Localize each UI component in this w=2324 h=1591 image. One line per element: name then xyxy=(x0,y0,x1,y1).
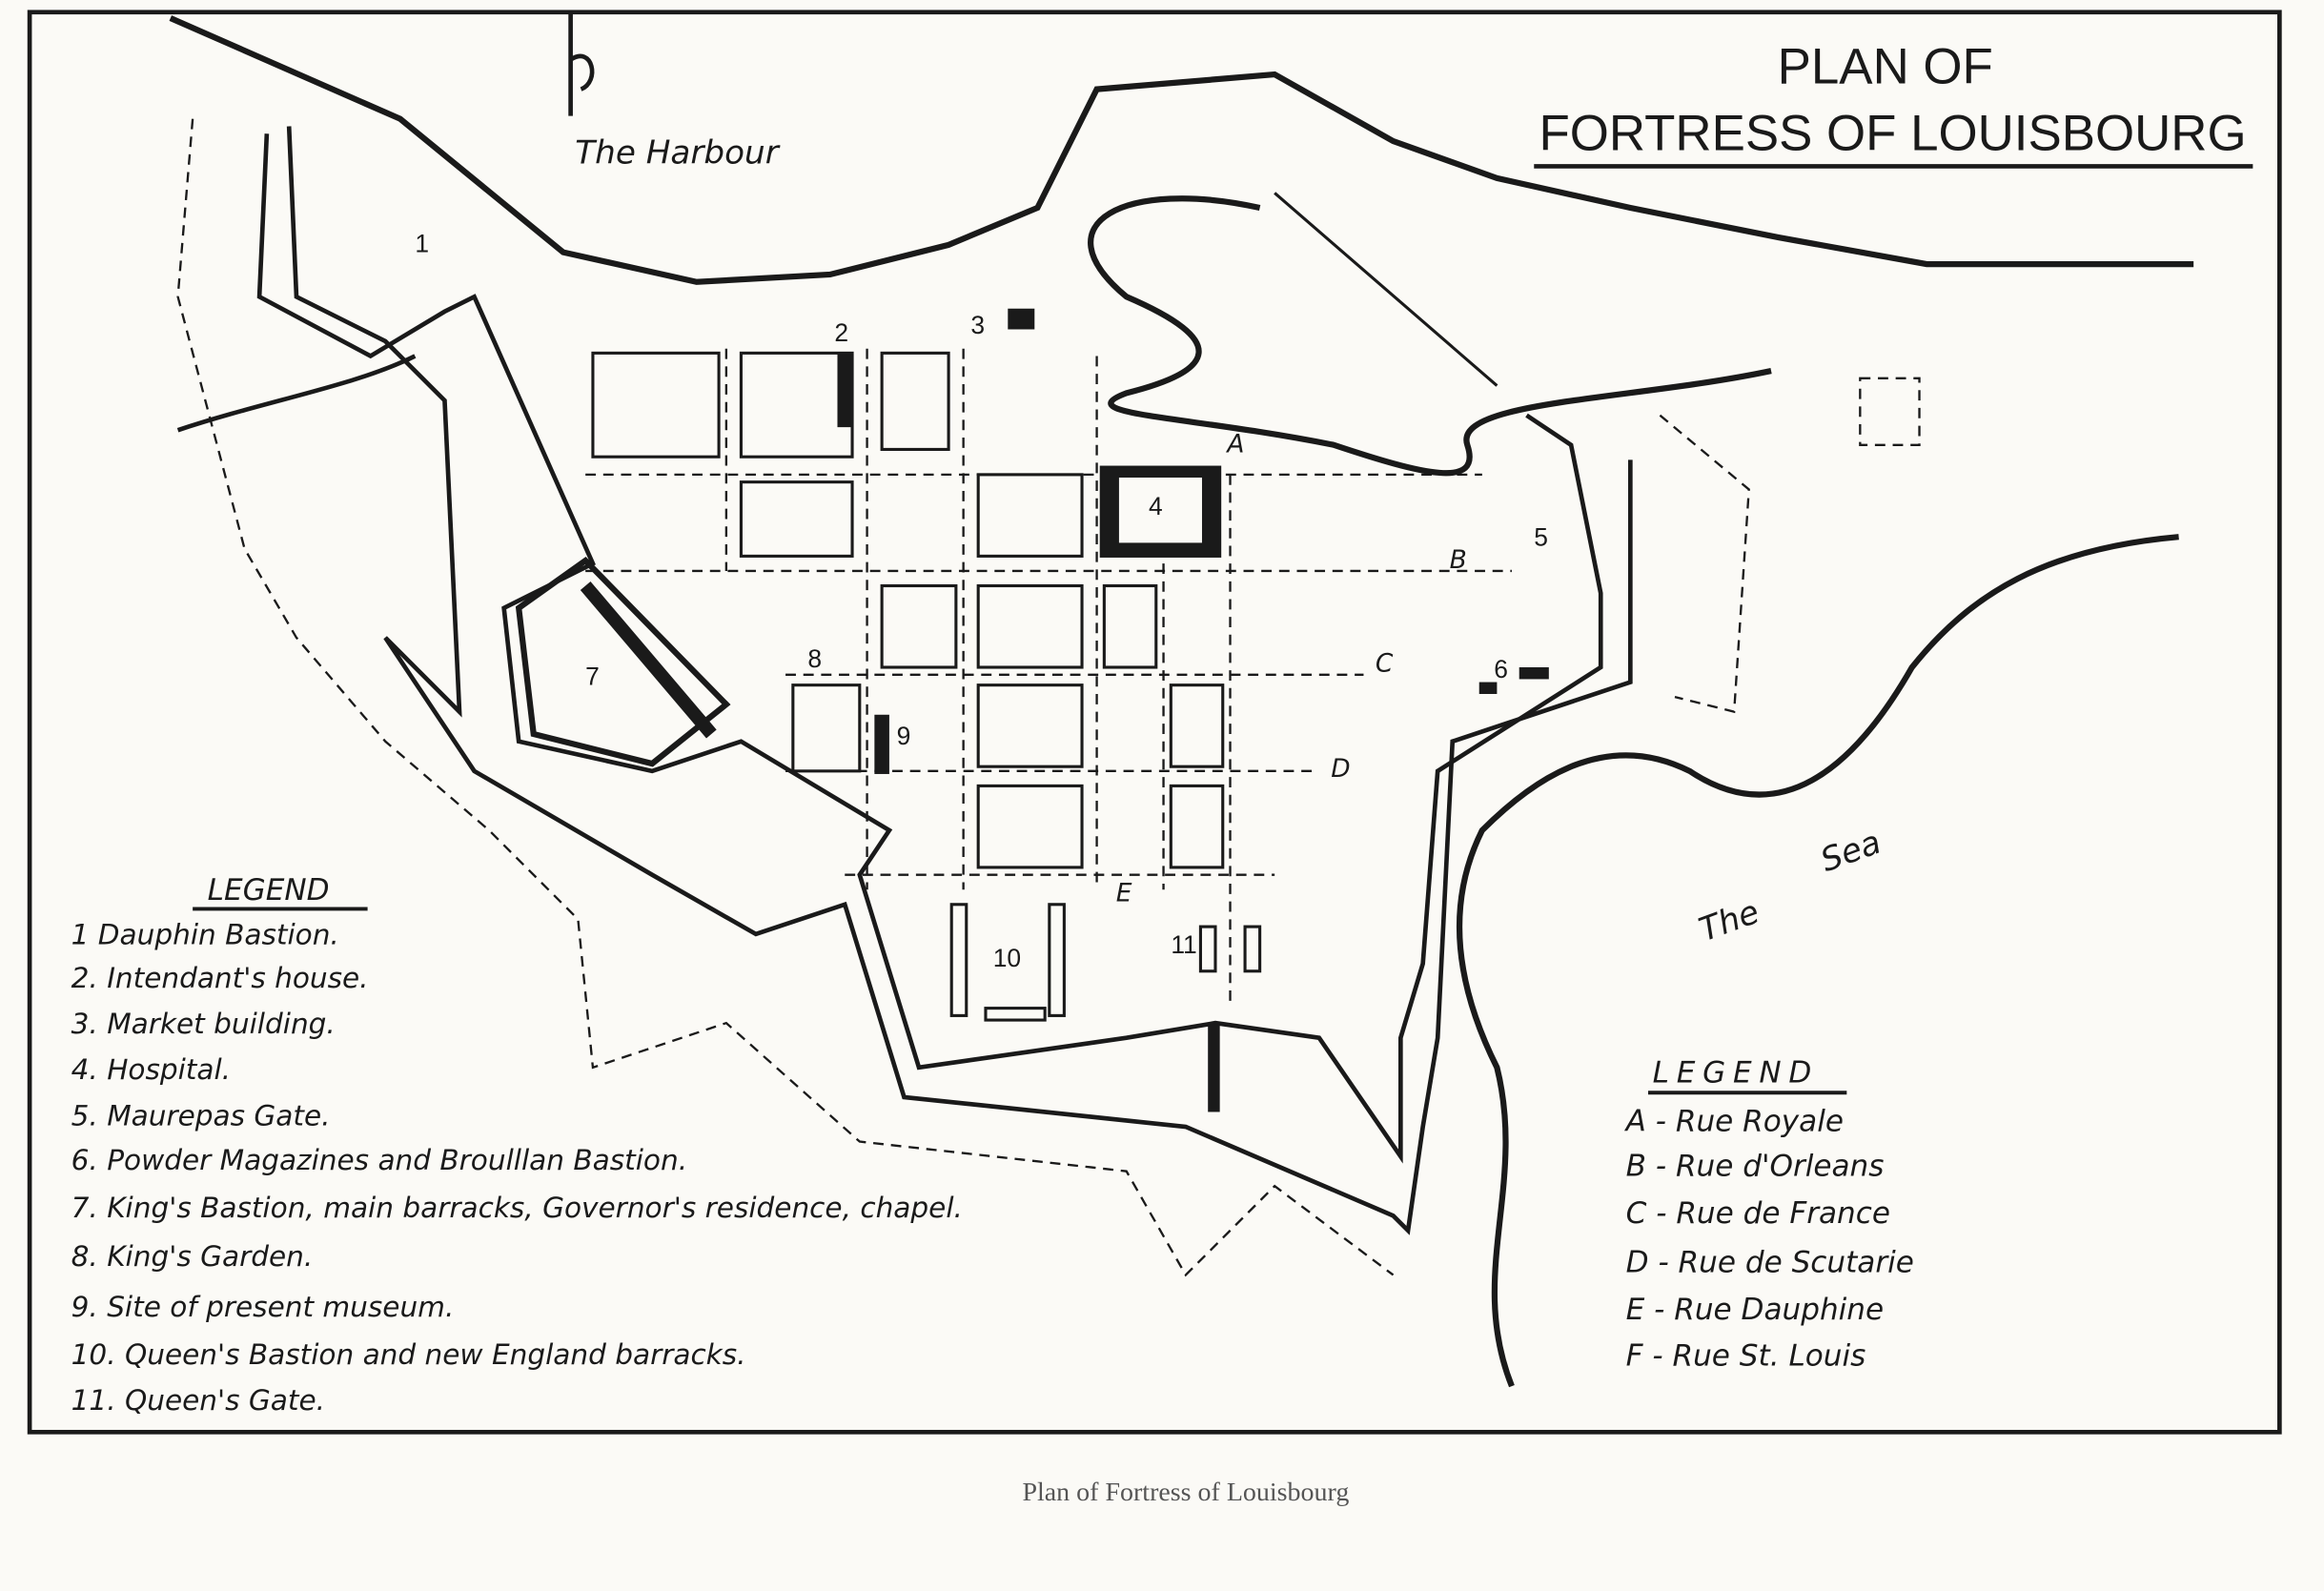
buildings xyxy=(515,308,1921,1112)
causeway xyxy=(1274,192,1498,387)
legend-item: E - Rue Dauphine xyxy=(1626,1293,1884,1327)
sea-label-the: The xyxy=(1694,893,1763,949)
map-number-11: 11 xyxy=(1171,930,1196,959)
legend-item: 5. Maurepas Gate. xyxy=(71,1099,331,1132)
sea-shoreline xyxy=(1456,534,2179,1388)
map-numbers: 1 2 3 4 5 6 7 8 9 10 11 xyxy=(415,230,1548,972)
map-number-2: 2 xyxy=(834,318,848,347)
street-letters: A B C D E xyxy=(1116,430,1467,908)
stream xyxy=(176,354,417,433)
map-number-5: 5 xyxy=(1534,523,1548,552)
sea-label-sea: Sea xyxy=(1816,824,1886,880)
map-number-8: 8 xyxy=(807,644,822,673)
map-number-4: 4 xyxy=(1149,492,1163,520)
map-number-1: 1 xyxy=(415,230,429,258)
legend-item: 11. Queen's Gate. xyxy=(71,1384,325,1417)
figure-caption: Plan of Fortress of Louisbourg xyxy=(1022,1478,1349,1507)
legend-item: 3. Market building. xyxy=(71,1008,336,1040)
legend-item: 10. Queen's Bastion and new England barr… xyxy=(71,1338,746,1371)
street-letter-a: A xyxy=(1225,430,1244,459)
map-number-3: 3 xyxy=(970,311,985,339)
map-number-10: 10 xyxy=(993,944,1021,972)
street-letter-b: B xyxy=(1450,545,1467,575)
harbour-shoreline xyxy=(169,15,2194,285)
north-arrow-icon xyxy=(568,11,595,116)
legend-item: 1 Dauphin Bastion. xyxy=(71,919,339,951)
harbour-inlet xyxy=(1088,195,1772,477)
legend-item: C - Rue de France xyxy=(1626,1196,1890,1231)
map-number-6: 6 xyxy=(1494,655,1508,683)
legend-item: 8. King's Garden. xyxy=(71,1240,314,1273)
map-number-9: 9 xyxy=(897,722,911,750)
fortress-wall-inner xyxy=(256,133,1603,1164)
glacis-outline xyxy=(176,118,1395,1277)
harbour-label: The Harbour xyxy=(575,133,780,172)
legend-item: 2. Intendant's house. xyxy=(71,962,369,994)
street-letter-e: E xyxy=(1116,879,1132,908)
fortress-wall-outer xyxy=(286,126,1633,1235)
legend-item: B - Rue d'Orleans xyxy=(1626,1149,1885,1183)
map-number-7: 7 xyxy=(585,663,600,691)
legend-item: 4. Hospital. xyxy=(71,1053,231,1086)
legend-item: A - Rue Royale xyxy=(1624,1105,1844,1139)
street-legend: LEGEND A - Rue Royale B - Rue d'Orleans … xyxy=(1624,1055,1914,1373)
street-letter-d: D xyxy=(1331,754,1350,784)
map-title-line2: FORTRESS OF LOUISBOURG xyxy=(1539,105,2246,161)
legend-item: F - Rue St. Louis xyxy=(1626,1338,1866,1373)
map-frame xyxy=(27,10,2282,1435)
building-legend: LEGEND 1 Dauphin Bastion. 2. Intendant's… xyxy=(71,873,963,1417)
legend-item: D - Rue de Scutarie xyxy=(1626,1245,1914,1279)
legend-item: 9. Site of present museum. xyxy=(71,1291,455,1323)
street-legend-heading: LEGEND xyxy=(1653,1055,1820,1090)
street-letter-c: C xyxy=(1376,649,1394,679)
legend-item: 7. King's Bastion, main barracks, Govern… xyxy=(71,1192,963,1224)
outer-works-east xyxy=(1659,414,1750,714)
legend-item: 6. Powder Magazines and Broulllan Bastio… xyxy=(71,1144,687,1176)
map-title-line1: PLAN OF xyxy=(1778,38,1993,94)
building-legend-heading: LEGEND xyxy=(208,873,330,908)
